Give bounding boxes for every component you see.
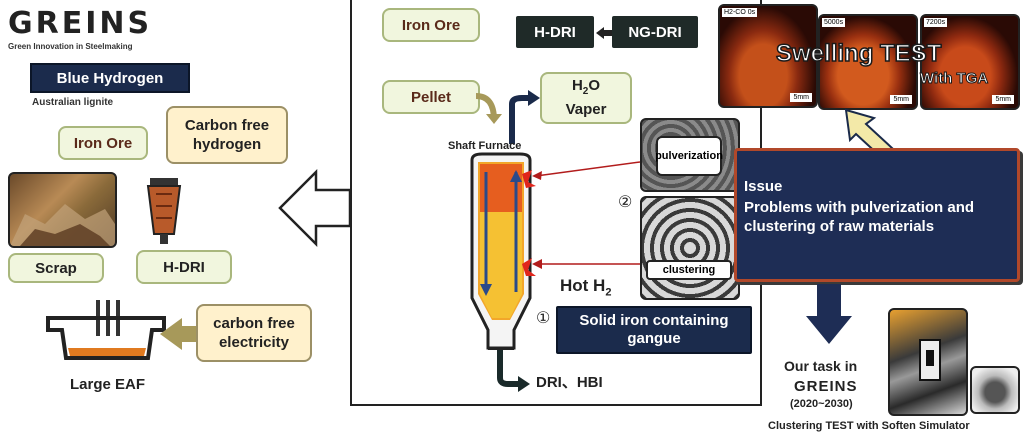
big-left-arrow-icon bbox=[278, 168, 352, 248]
australian-lignite-label: Australian lignite bbox=[32, 97, 114, 108]
reactor-icon bbox=[146, 178, 182, 244]
pellet-box: Pellet bbox=[382, 80, 480, 114]
thumb-scale-7200s: 5mm bbox=[992, 95, 1014, 104]
clustering-label: clustering bbox=[646, 260, 732, 280]
solid-iron-box: Solid iron containing gangue bbox=[556, 306, 752, 354]
vaper-label: Vaper bbox=[565, 101, 607, 118]
electricity-arrow-icon bbox=[160, 318, 204, 350]
swelling-test-title: Swelling TEST bbox=[775, 39, 942, 68]
large-eaf-label: Large EAF bbox=[70, 376, 146, 393]
shaft-furnace-icon bbox=[470, 152, 536, 350]
with-tga-label: With TGA bbox=[919, 70, 989, 88]
thumb-label-7200s: 7200s bbox=[924, 18, 948, 27]
h2o-label: H2O bbox=[571, 77, 601, 97]
issue-text: Problems with pulverization and clusteri… bbox=[744, 199, 975, 235]
scrap-pile-icon bbox=[10, 204, 115, 246]
iron-ore-box-left: Iron Ore bbox=[58, 126, 148, 160]
h-dri-box-center: H-DRI bbox=[516, 16, 594, 48]
eaf-icon bbox=[46, 300, 166, 360]
ng-to-h-dri-arrow-icon bbox=[596, 27, 612, 39]
dri-output-arrow-icon bbox=[497, 350, 530, 392]
swelling-thumb-7200s: 7200s 5mm bbox=[920, 14, 1020, 110]
vaper-arrow-icon bbox=[509, 90, 540, 144]
scrap-photo bbox=[8, 172, 117, 248]
swelling-thumb-0s: H2-CO 0s 5mm bbox=[718, 4, 818, 108]
ng-dri-box: NG-DRI bbox=[612, 16, 698, 48]
issue-title: Issue bbox=[744, 178, 783, 195]
blue-hydrogen-label: Blue Hydrogen bbox=[30, 63, 190, 93]
dri-hbi-label: DRI、HBI bbox=[536, 374, 603, 391]
carbon-free-electricity-box: carbon free electricity bbox=[196, 304, 312, 362]
soften-simulator-photo bbox=[888, 308, 968, 416]
clustering-photo: clustering bbox=[640, 196, 740, 300]
issue-box bbox=[734, 148, 1020, 282]
thumb-scale-5000s: 5mm bbox=[890, 95, 912, 104]
greins-task-label: GREINS bbox=[794, 378, 858, 395]
shaft-furnace-label: Shaft Furnace bbox=[448, 140, 522, 152]
years-label: (2020~2030) bbox=[790, 398, 853, 410]
issue-pointer-arrows-icon bbox=[532, 161, 641, 269]
h-dri-box-left: H-DRI bbox=[136, 250, 232, 284]
pulverization-photo: pulverization bbox=[640, 118, 740, 192]
pulverization-label: pulverization bbox=[655, 136, 723, 176]
thumb-label-0s: H2-CO 0s bbox=[722, 8, 758, 17]
h2o-vaper-box: H2O Vaper bbox=[540, 72, 632, 124]
logo-tagline: Green Innovation in Steelmaking bbox=[8, 42, 133, 51]
carbon-free-hydrogen-box: Carbon free hydrogen bbox=[166, 106, 288, 164]
pellet-to-furnace-arrow-icon bbox=[475, 93, 502, 124]
scrap-box: Scrap bbox=[8, 253, 104, 283]
clustering-test-label: Clustering TEST with Soften Simulator bbox=[768, 420, 970, 432]
swelling-thumb-5000s: 5000s 5mm bbox=[818, 14, 918, 110]
marker-2: ② bbox=[618, 194, 633, 211]
hot-h2-label: Hot H2 bbox=[560, 276, 612, 299]
thumb-scale-0s: 5mm bbox=[790, 93, 812, 102]
simulator-machine-icon bbox=[919, 339, 941, 381]
greins-logo: GREINS bbox=[8, 6, 153, 41]
marker-1: ① bbox=[536, 310, 551, 327]
down-arrow-icon bbox=[806, 284, 852, 344]
our-task-label: Our task in bbox=[784, 358, 858, 374]
clustering-sample-photo bbox=[970, 366, 1020, 414]
iron-ore-box-center: Iron Ore bbox=[382, 8, 480, 42]
thumb-label-5000s: 5000s bbox=[822, 18, 846, 27]
